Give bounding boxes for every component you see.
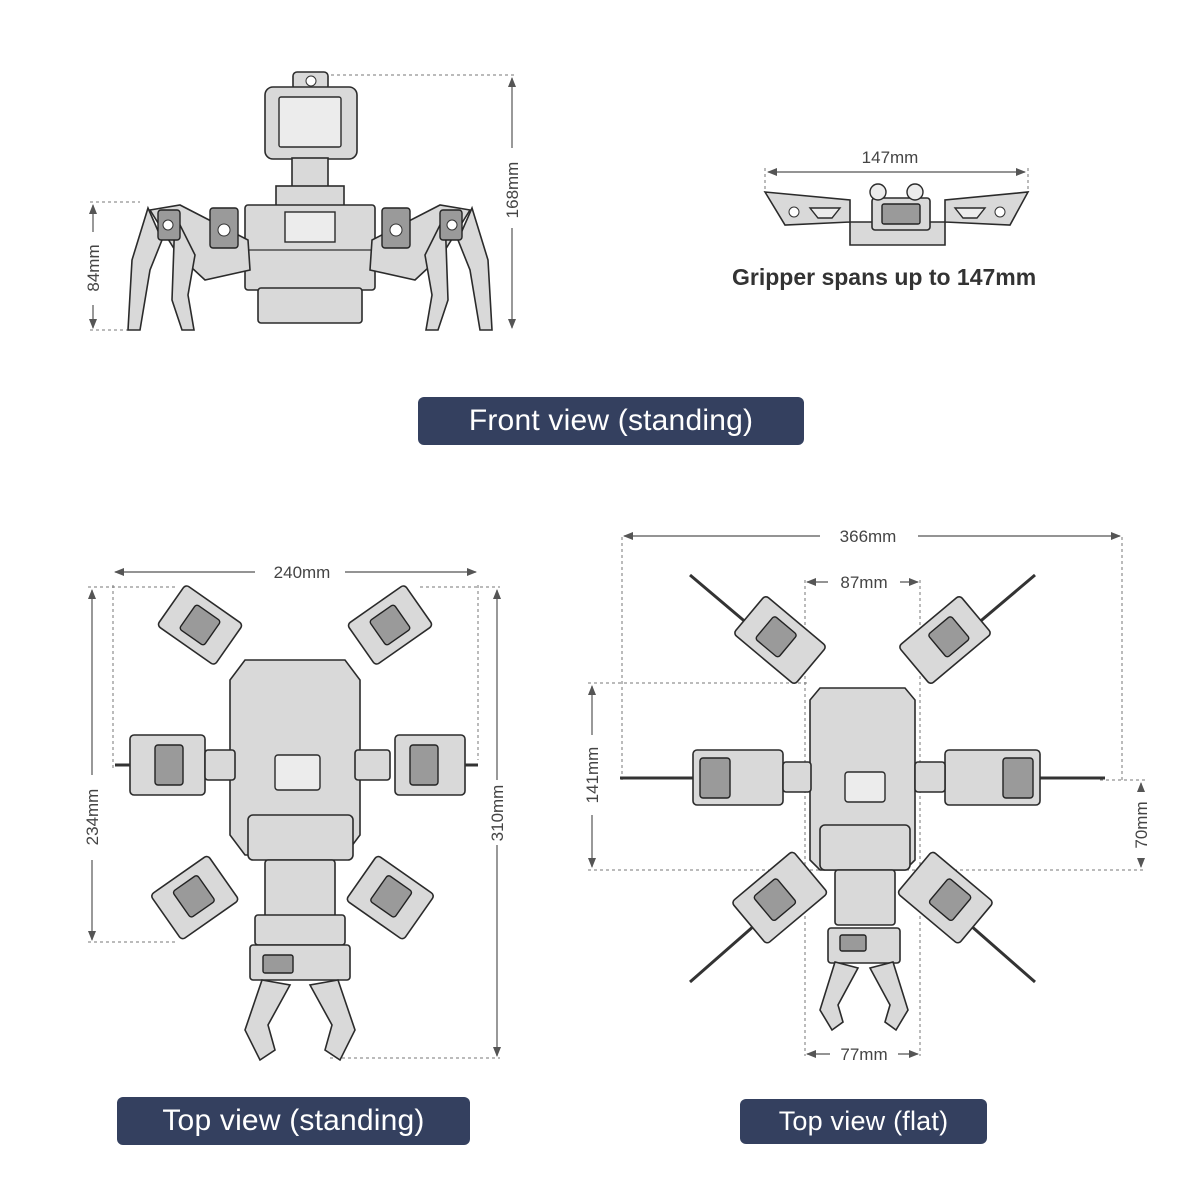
top-standing-title: Top view (standing): [117, 1097, 470, 1145]
flat-leg-rear-left: [732, 851, 828, 944]
flat-body-length-label: 141mm: [583, 747, 602, 804]
gripper-caption: Gripper spans up to 147mm: [732, 264, 1037, 290]
flat-height-label: 70mm: [1132, 801, 1151, 848]
flat-leg-mid-left: [692, 749, 812, 806]
top-flat-drawing: [588, 532, 1145, 1058]
leg-rear-right: [346, 855, 434, 940]
flat-leg-front-right: [899, 595, 991, 685]
flat-body-width-label: 87mm: [840, 573, 887, 592]
leg-front-left: [157, 585, 243, 665]
top-flat-title: Top view (flat): [740, 1099, 987, 1144]
front-body-height-label: 84mm: [84, 244, 103, 291]
standing-leg-span-label: 234mm: [83, 789, 102, 846]
flat-leg-rear-right: [897, 851, 993, 944]
flat-gripper-width-label: 77mm: [840, 1045, 887, 1064]
leg-rear-left: [151, 855, 239, 940]
standing-width-label: 240mm: [274, 563, 331, 582]
flat-leg-mid-right: [914, 749, 1041, 806]
leg-front-right: [347, 585, 433, 665]
leg-mid-left: [115, 734, 236, 796]
gripper-drawing: [763, 168, 1030, 246]
gripper-span-label: 147mm: [862, 148, 919, 167]
front-view-drawing: [89, 71, 516, 331]
top-standing-drawing: [88, 568, 501, 1062]
front-height-label: 168mm: [503, 162, 522, 219]
leg-mid-right: [354, 734, 478, 796]
standing-length-label: 310mm: [488, 785, 507, 842]
flat-leg-front-left: [734, 595, 826, 685]
flat-width-label: 366mm: [840, 527, 897, 546]
front-view-title: Front view (standing): [418, 397, 804, 445]
